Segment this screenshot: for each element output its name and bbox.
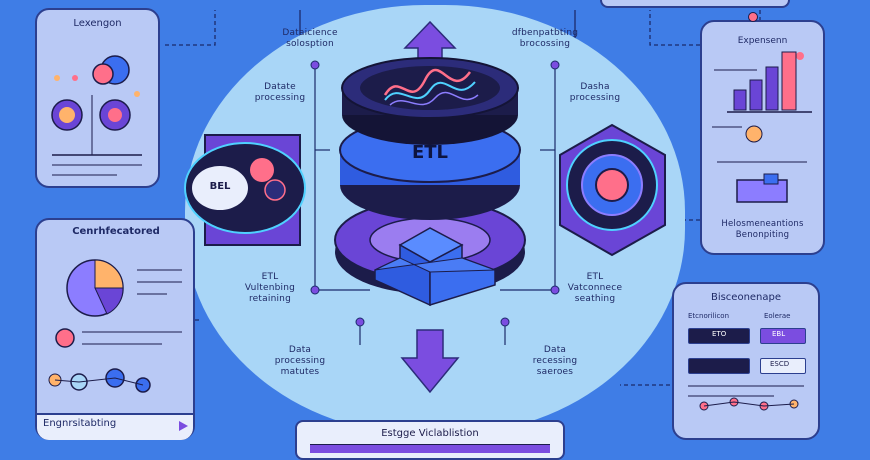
row-1-right-bar[interactable] xyxy=(760,328,806,344)
central-connectors xyxy=(310,60,560,345)
right-gem-graphic xyxy=(559,123,666,257)
label-low-left: ETL Vultenbing retaining xyxy=(244,272,296,304)
left-gem-label: BEL xyxy=(209,181,231,192)
row-2-right-text: ESCD xyxy=(770,360,790,368)
top-right-edge-bar xyxy=(600,0,790,8)
bottom-center-title: Estgge Viclablistion xyxy=(381,428,479,439)
panel-top-left-title: Lexengon xyxy=(73,18,122,29)
etl-stack-graphic xyxy=(334,20,526,394)
row-2-left-bar[interactable] xyxy=(688,358,750,374)
panel-bottom-right-graphic xyxy=(688,385,804,411)
top-right-edge-dot xyxy=(748,12,758,22)
panel-top-right-graphic xyxy=(712,51,812,203)
left-gem-graphic xyxy=(184,134,306,246)
row-1-right-text: EBL xyxy=(772,330,786,338)
label-bottom-right: Data recessing saeroes xyxy=(532,345,578,377)
panel-bottom-left-title: Engnrsitabting xyxy=(43,418,117,429)
label-top-right: dfbenpatbting brocossing xyxy=(511,28,579,49)
label-low-right: ETL Vatconnece seathing xyxy=(567,272,623,304)
etl-label: ETL xyxy=(411,142,449,163)
panel-top-left: Lexengon xyxy=(35,8,160,188)
panel-top-right-caption: Helosmeneantions Benonpiting xyxy=(721,219,804,240)
panel-mid-left-footer xyxy=(37,413,193,440)
panel-bottom-right-row-0-left: Etcnorilicon xyxy=(688,312,730,320)
label-bottom-left: Data processing matutes xyxy=(274,345,326,377)
panel-bottom-right-row-0-right: Eolerae xyxy=(764,312,791,320)
panel-top-right: Expensenn Helosmeneantions Benonpiting xyxy=(700,20,825,255)
panel-mid-left: Cenrhfecatored Engnrsitabting xyxy=(35,218,195,440)
panel-bottom-right-title: Bisceonenape xyxy=(710,292,782,303)
label-top-left: Dataicience solosption xyxy=(282,28,338,49)
row-1-left-text: ETO xyxy=(712,330,727,338)
panel-bottom-right: Bisceonenape Etcnorilicon Eolerae ETO EB… xyxy=(672,282,820,440)
row-1-left-bar[interactable] xyxy=(688,328,750,344)
panel-top-left-graphic xyxy=(51,55,142,176)
label-mid-right: Dasha processing xyxy=(569,82,621,103)
down-arrow-icon xyxy=(400,329,460,394)
row-2-right-bar[interactable] xyxy=(760,358,806,374)
bottom-center-banner xyxy=(295,420,565,460)
panel-top-right-title: Expensenn xyxy=(737,36,788,46)
panel-mid-left-graphic xyxy=(48,259,182,393)
play-icon[interactable] xyxy=(179,421,188,431)
bottom-center-bar xyxy=(310,444,550,453)
panel-mid-left-title: Cenrhfecatored xyxy=(72,226,160,237)
label-mid-left: Datate processing xyxy=(254,82,306,103)
